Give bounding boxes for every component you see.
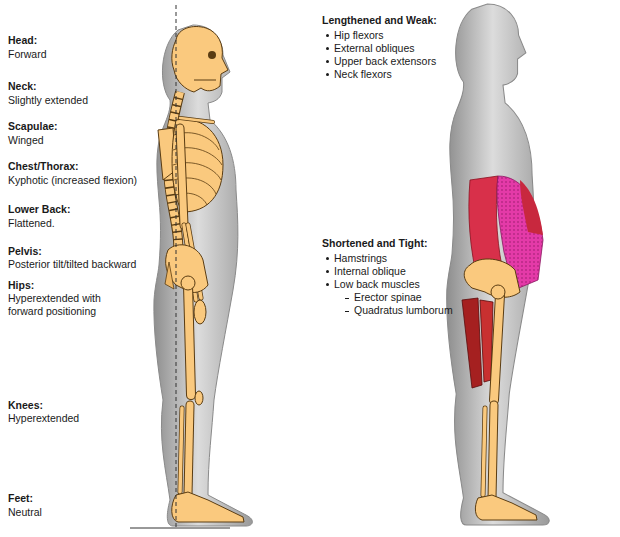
foot-bones [172, 492, 244, 522]
posture-value: Neutral [8, 506, 42, 519]
list-heading: Shortened and Tight: [322, 237, 427, 250]
posture-value: Hyperextended [8, 412, 79, 425]
posture-value: Slightly extended [8, 94, 88, 107]
foot-bones [475, 495, 537, 520]
posture-heading: Hips: [8, 279, 34, 292]
posture-heading: Knees: [8, 399, 43, 412]
muscle-item: Hip flexors [334, 29, 384, 42]
leg-bones [494, 295, 500, 400]
muscle-subitem: Quadratus lumborum [354, 304, 453, 317]
bullet-dot [326, 34, 329, 37]
posture-heading: Chest/Thorax: [8, 160, 79, 173]
muscle-item: Upper back extensors [334, 55, 436, 68]
posture-heading: Head: [8, 34, 37, 47]
muscle-item: Neck flexors [334, 68, 392, 81]
skeleton-figure [130, 5, 252, 530]
list-heading: Lengthened and Weak: [322, 14, 437, 27]
posture-heading: Neck: [8, 80, 37, 93]
skull [172, 27, 228, 93]
bullet-dot [326, 73, 329, 76]
bullet-dot [326, 60, 329, 63]
posture-value: Forward [8, 48, 47, 61]
muscle-item: Low back muscles [334, 278, 420, 291]
muscle-item: Hamstrings [334, 252, 387, 265]
posture-value: Kyphotic (increased flexion) [8, 174, 137, 187]
dash-mark [345, 298, 349, 299]
body-silhouette [154, 25, 253, 526]
posture-value: Hyperextended with forward positioning [8, 292, 126, 318]
arm-bones [180, 128, 184, 225]
body-silhouette [447, 4, 549, 525]
bullet-dot [326, 283, 329, 286]
bullet-dot [326, 47, 329, 50]
plumb-line [176, 5, 177, 530]
posture-heading: Lower Back: [8, 203, 70, 216]
muscle-item: External obliques [334, 42, 415, 55]
leg-bones [188, 285, 191, 395]
posture-heading: Feet: [8, 492, 33, 505]
floor-line [130, 528, 230, 529]
hamstring-muscles [462, 298, 482, 388]
pelvis [166, 245, 208, 293]
posture-heading: Scapulae: [8, 120, 58, 133]
bullet-dot [326, 257, 329, 260]
posture-value: Winged [8, 134, 44, 147]
muscle-subitem: Erector spinae [354, 291, 422, 304]
posture-heading: Pelvis: [8, 245, 42, 258]
bullet-dot [326, 270, 329, 273]
muscle-figure [447, 4, 549, 525]
dash-mark [345, 311, 349, 312]
posture-value: Flattened. [8, 217, 55, 230]
posture-value: Posterior tilt/tilted backward [8, 258, 136, 271]
muscle-item: Internal oblique [334, 265, 406, 278]
